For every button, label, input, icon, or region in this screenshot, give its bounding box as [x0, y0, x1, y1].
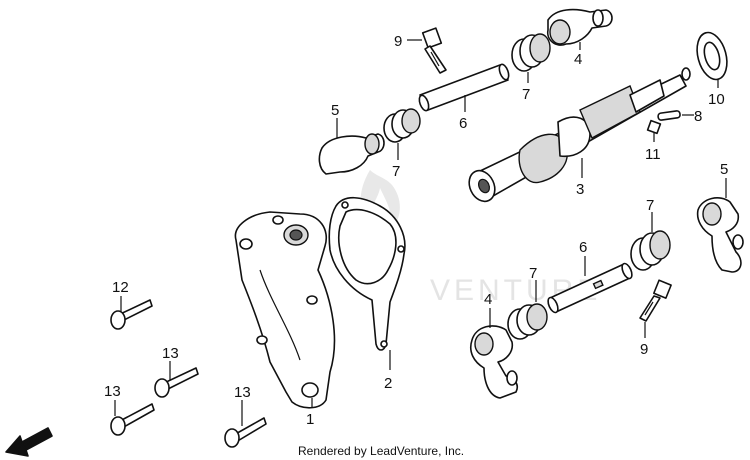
callout-6-upper: 6: [459, 115, 467, 132]
fwd-arrow: FWD: [5, 427, 53, 457]
key-11: [646, 119, 662, 135]
spring-7-upper-left: [383, 108, 421, 143]
spring-7-lower-left: [507, 303, 548, 340]
bolt-13-a: [154, 367, 199, 398]
bolt-12: [110, 299, 153, 330]
bolt-13-c: [224, 417, 267, 448]
callout-13-c: 13: [234, 384, 251, 401]
callout-9-upper: 9: [394, 33, 402, 50]
callout-8: 8: [694, 108, 702, 125]
credit-text: Rendered by LeadVenture, Inc.: [298, 444, 464, 458]
callout-4-lower: 4: [484, 291, 492, 308]
spring-7-lower-right: [630, 230, 671, 271]
rocker-arm-4-lower: [469, 325, 519, 399]
callout-6-lower: 6: [579, 239, 587, 256]
bolt-13-b: [110, 403, 155, 436]
callout-7-upper-right: 7: [522, 86, 530, 103]
bolt-9-lower: [639, 279, 672, 322]
callout-2: 2: [384, 375, 392, 392]
camshaft-3: [468, 67, 691, 203]
rocker-arm-4-upper: [546, 8, 613, 46]
callout-12: 12: [112, 279, 129, 296]
callout-9-lower: 9: [640, 341, 648, 358]
callout-7-lower-right: 7: [646, 197, 654, 214]
pin-8: [657, 110, 681, 121]
callout-7-lower-left: 7: [529, 265, 537, 282]
rocker-arm-5-upper: [318, 133, 385, 175]
callout-13-b: 13: [104, 383, 121, 400]
callout-1: 1: [306, 411, 314, 428]
callout-10: 10: [708, 91, 725, 108]
shaft-6-lower: [547, 262, 633, 314]
callout-3: 3: [576, 181, 584, 198]
callout-5-lower: 5: [720, 161, 728, 178]
spring-7-upper-right: [511, 33, 551, 72]
shaft-6-upper: [418, 63, 510, 112]
callout-4-upper: 4: [574, 51, 582, 68]
watermark-flame-icon: [360, 170, 400, 232]
callout-13-a: 13: [162, 345, 179, 362]
head-cover-1: [234, 211, 336, 409]
oil-seal-10: [696, 31, 728, 81]
rocker-arm-5-lower: [696, 197, 744, 273]
callout-11: 11: [645, 146, 661, 163]
callout-5-upper: 5: [331, 102, 339, 119]
bolt-9-upper: [421, 27, 447, 74]
gasket-2: [328, 196, 406, 351]
callout-7-upper-left: 7: [392, 163, 400, 180]
